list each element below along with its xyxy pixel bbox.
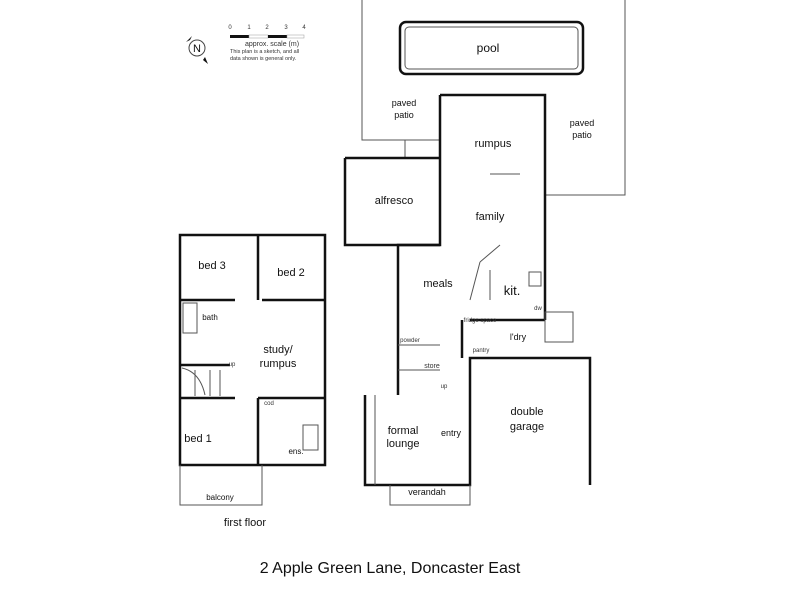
stairs-up-label: up (441, 384, 448, 390)
room-label-ensuite: ens. (288, 447, 303, 456)
room-label-pool: pool (477, 41, 500, 55)
room-label-alfresco: alfresco (375, 195, 414, 207)
room-label-formal-lounge: formal (388, 425, 419, 437)
ground-floor-labels: pool paved patio paved patio rumpus alfr… (375, 41, 595, 497)
scale-tick: 1 (247, 25, 251, 31)
room-label-bed-1: bed 1 (184, 433, 212, 445)
room-label-verandah: verandah (408, 487, 446, 497)
property-address-title: 2 Apple Green Lane, Doncaster East (260, 560, 521, 577)
first-floor-walls (178, 233, 327, 506)
room-label-bath: bath (202, 313, 218, 322)
room-label-formal-lounge: lounge (386, 438, 419, 450)
scale-tick: 3 (284, 25, 288, 31)
room-label-study-rumpus: rumpus (260, 358, 297, 370)
store-label: store (424, 363, 440, 370)
room-label-entry: entry (441, 428, 462, 438)
room-label-paved-patio: patio (394, 110, 414, 120)
scale-tick: 0 (228, 25, 232, 31)
room-label-double-garage: double (510, 406, 543, 418)
room-label-bed-3: bed 3 (198, 260, 226, 272)
room-label-paved-patio: paved (392, 98, 417, 108)
room-label-family: family (476, 211, 505, 223)
stairs-up-label: up (229, 362, 236, 368)
north-letter: N (193, 43, 201, 55)
powder-label: powder (400, 338, 420, 344)
compass-north-icon: N (186, 36, 208, 64)
scale-bar: 0 1 2 3 4 approx. scale (m) This plan is… (228, 25, 306, 62)
fridge-space-label: fridge space (464, 318, 497, 324)
first-floor-caption: first floor (224, 517, 267, 529)
room-label-meals: meals (423, 278, 453, 290)
room-label-paved-patio: paved (570, 118, 595, 128)
cod-label: cod (264, 401, 274, 407)
first-floor-labels: bed 3 bed 2 bath study/ rumpus up cod be… (184, 260, 305, 529)
disclaimer: data shown is general only. (230, 56, 297, 62)
room-label-paved-patio: patio (572, 130, 592, 140)
ground-floor-walls (343, 93, 592, 506)
dishwasher-label: dw (534, 306, 542, 312)
scale-tick: 4 (302, 25, 306, 31)
room-label-balcony: balcony (206, 493, 234, 502)
scale-label: approx. scale (m) (245, 41, 299, 48)
room-label-kitchen: kit. (504, 283, 521, 298)
room-label-study-rumpus: study/ (263, 344, 293, 356)
room-label-laundry: l'dry (510, 332, 527, 342)
room-label-rumpus: rumpus (475, 138, 512, 150)
room-label-double-garage: garage (510, 421, 544, 433)
scale-tick: 2 (265, 25, 269, 31)
pantry-label: pantry (473, 348, 490, 354)
room-label-bed-2: bed 2 (277, 267, 305, 279)
disclaimer: This plan is a sketch, and all (230, 49, 299, 55)
